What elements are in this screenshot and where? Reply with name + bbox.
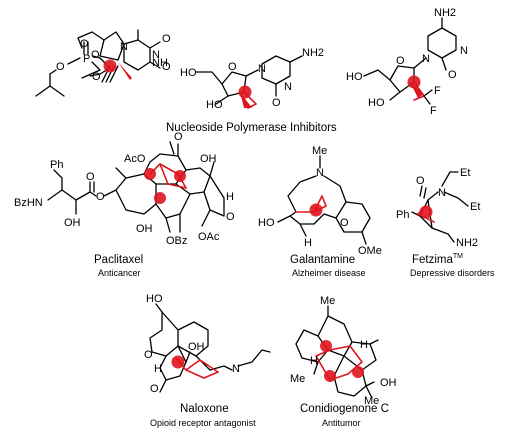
- paclitaxel-label-o4: O: [226, 211, 235, 223]
- nuc3-label-ho1: HO: [346, 71, 363, 83]
- fetzima-label-et2: Et: [470, 201, 480, 213]
- conidiogenone-label-oh: OH: [380, 377, 397, 389]
- naloxone-activity: Opioid receptor antagonist: [150, 418, 256, 428]
- nucleoside-3-structure: NH2 N N O HO O HO F F: [346, 7, 468, 117]
- paclitaxel-label-o1: O: [96, 191, 105, 203]
- fetzima-label-ph: Ph: [396, 209, 409, 221]
- nuc1-label-p: P: [83, 53, 90, 65]
- section-title: Nucleoside Polymerase Inhibitors: [166, 122, 337, 134]
- nuc1-label-o5: O: [162, 33, 171, 45]
- galantamine-label-o: O: [340, 217, 349, 229]
- galantamine-structure: Me N HO O H OMe: [258, 145, 382, 257]
- nuc1-label-o1: O: [56, 61, 65, 73]
- conidiogenone-label-h2: H: [310, 355, 318, 367]
- nuc2-label-o2: O: [272, 97, 281, 109]
- naloxone-structure: HO O OH N H O: [144, 293, 271, 395]
- naloxone-label-o1: O: [144, 349, 153, 361]
- naloxone-label-ho: HO: [146, 293, 163, 305]
- naloxone-label-o2: O: [150, 383, 159, 395]
- nuc1-label-n1: N: [120, 41, 128, 53]
- galantamine-label-ome: OMe: [358, 245, 382, 257]
- nuc2-label-n1: N: [258, 63, 266, 75]
- conidiogenone-name: Conidiogenone C: [300, 403, 389, 415]
- naloxone-label-n: N: [232, 363, 240, 375]
- fetzima-name-text: Fetzima: [412, 254, 454, 266]
- naloxone-name: Naloxone: [180, 403, 229, 415]
- conidiogenone-label-h1: H: [360, 339, 368, 351]
- galantamine-label-ho: HO: [258, 217, 275, 229]
- paclitaxel-label-h: H: [226, 191, 234, 203]
- nuc1-label-n2: N: [152, 49, 160, 61]
- paclitaxel-label-ph: Ph: [50, 159, 63, 171]
- fetzima-name-sup: TM: [453, 253, 463, 260]
- nuc3-label-o2: O: [396, 55, 405, 67]
- paclitaxel-label-aco: AcO: [124, 153, 146, 165]
- paclitaxel-label-oh1: OH: [64, 217, 81, 229]
- nuc1-label-o4: O: [92, 71, 101, 83]
- naloxone-label-oh: OH: [188, 341, 205, 353]
- galantamine-activity: Alzheimer disease: [292, 268, 366, 278]
- nuc3-label-f2: F: [430, 105, 437, 117]
- fetzima-label-n: N: [438, 187, 446, 199]
- conidiogenone-activity: Antitumor: [322, 418, 361, 428]
- nuc3-label-nh2: NH2: [434, 7, 456, 19]
- fetzima-structure: O N Et Et Ph NH2: [396, 167, 480, 249]
- fetzima-label-et1: Et: [460, 167, 470, 179]
- nuc2-label-o1: O: [228, 61, 237, 73]
- conidiogenone-structure: Me H Me Me OH H: [290, 295, 397, 407]
- nuc3-label-ho2: HO: [368, 97, 385, 109]
- nuc2-label-ho1: HO: [180, 67, 197, 79]
- galantamine-label-me: Me: [312, 145, 327, 157]
- paclitaxel-activity: Anticancer: [98, 268, 141, 278]
- nucleoside-1-structure: O O P O O N N NH O O: [35, 29, 171, 97]
- paclitaxel-name: Paclitaxel: [94, 254, 143, 266]
- paclitaxel-label-oac: OAc: [198, 231, 220, 243]
- nuc1-label-nh: NH: [152, 57, 168, 69]
- conidiogenone-label-me3: Me: [364, 395, 379, 407]
- nuc3-label-f1: F: [434, 85, 441, 97]
- paclitaxel-label-obz: OBz: [166, 235, 187, 247]
- paclitaxel-label-o3: O: [174, 131, 183, 143]
- nuc1-label-o3: O: [91, 49, 100, 61]
- fetzima-name: FetzimaTM: [412, 253, 463, 266]
- conidiogenone-label-me1: Me: [320, 295, 335, 307]
- galantamine-label-n: N: [316, 167, 324, 179]
- naloxone-label-h: H: [154, 363, 162, 375]
- paclitaxel-label-oh2: OH: [200, 153, 217, 165]
- nuc1-label-o2: O: [80, 38, 89, 50]
- paclitaxel-label-bzhn: BzHN: [14, 197, 43, 209]
- nucleoside-2-structure: HO O N N NH2 O HO: [180, 47, 324, 111]
- galantamine-name: Galantamine: [290, 254, 355, 266]
- conidiogenone-label-me2: Me: [290, 373, 305, 385]
- fetzima-label-nh2: NH2: [456, 237, 478, 249]
- fetzima-activity: Depressive disorders: [410, 268, 495, 278]
- nuc2-label-ho2: HO: [206, 99, 223, 111]
- nuc2-label-n2: N: [284, 81, 292, 93]
- fetzima-label-o: O: [416, 175, 425, 187]
- galantamine-label-h: H: [304, 237, 312, 249]
- nuc3-label-n2: N: [422, 53, 430, 65]
- nuc3-label-n1: N: [460, 45, 468, 57]
- nuc2-label-nh2: NH2: [302, 47, 324, 59]
- paclitaxel-label-o2: O: [86, 171, 95, 183]
- paclitaxel-structure: BzHN Ph O OH O AcO O OH H OH OBz O OAc: [14, 131, 235, 247]
- nuc1-label-o6: O: [162, 61, 171, 73]
- paclitaxel-label-oh3: OH: [136, 223, 153, 235]
- nuc3-label-o1: O: [448, 69, 457, 81]
